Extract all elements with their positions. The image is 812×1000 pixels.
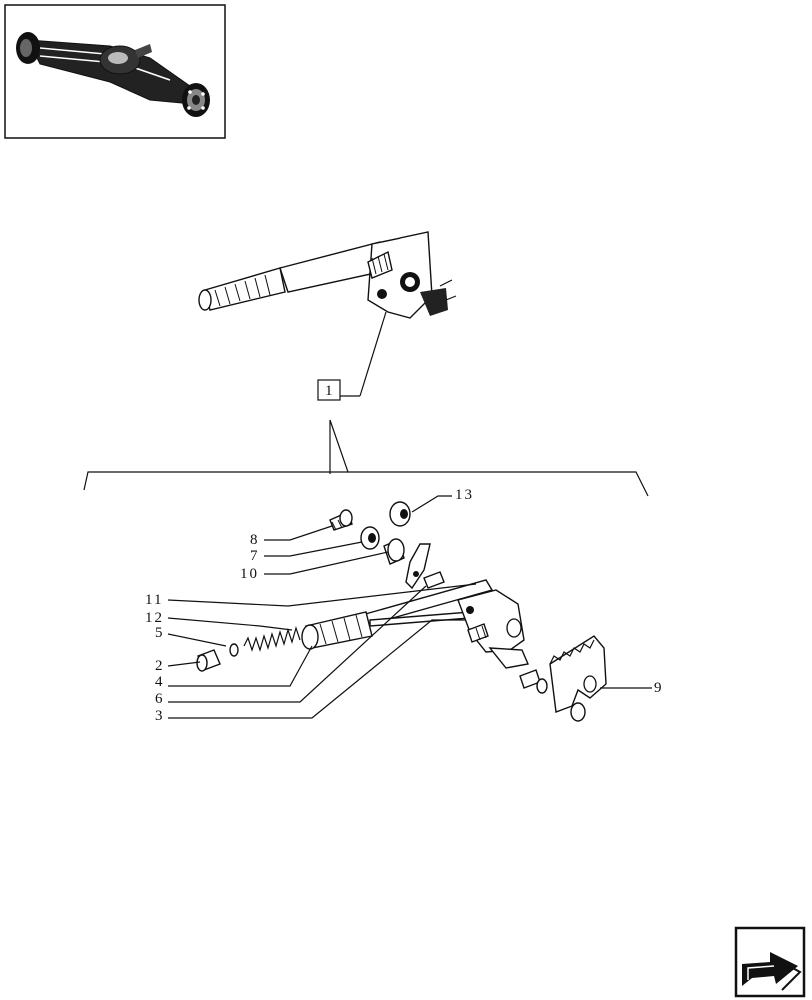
- leader-lines: [167, 495, 652, 719]
- callout-5: 5: [155, 625, 165, 641]
- callout-3: 3: [155, 708, 165, 724]
- explosion-bracket: [83, 419, 649, 497]
- pawl: [405, 543, 431, 590]
- exploded-parts: [196, 501, 607, 722]
- washer-7: [360, 526, 380, 550]
- grip-6: [301, 611, 373, 650]
- callout-labels: 13 8 7 10 11 12 5 2 4 6 3 9: [145, 487, 664, 724]
- callout-12: 12: [145, 610, 164, 626]
- callout-9: 9: [654, 680, 664, 696]
- callout-13: 13: [455, 487, 474, 503]
- callout-10: 10: [240, 566, 259, 582]
- callout-2: 2: [155, 658, 165, 674]
- axle-assembly-icon: [16, 32, 210, 117]
- callout-8: 8: [250, 532, 260, 548]
- callout-1-label: 1: [325, 383, 335, 399]
- next-page-button[interactable]: [734, 926, 806, 998]
- callout-4: 4: [155, 674, 165, 690]
- callout-6: 6: [155, 691, 165, 707]
- callout-1[interactable]: 1: [317, 311, 387, 401]
- bushing: [570, 702, 586, 722]
- thumbnail-panel[interactable]: [4, 4, 226, 139]
- ratchet-quadrant-9: [549, 635, 607, 713]
- callout-11: 11: [145, 592, 163, 608]
- handbrake-lever-assembly: [198, 231, 457, 319]
- spring-12: [243, 625, 301, 653]
- pushbutton-2: [196, 649, 221, 672]
- bolt-8: [329, 509, 353, 531]
- callout-7: 7: [250, 548, 260, 564]
- next-page-arrow-icon: [742, 952, 802, 991]
- main-bracket: [457, 589, 529, 669]
- spacer-10: [383, 538, 405, 565]
- nut-13: [389, 501, 411, 527]
